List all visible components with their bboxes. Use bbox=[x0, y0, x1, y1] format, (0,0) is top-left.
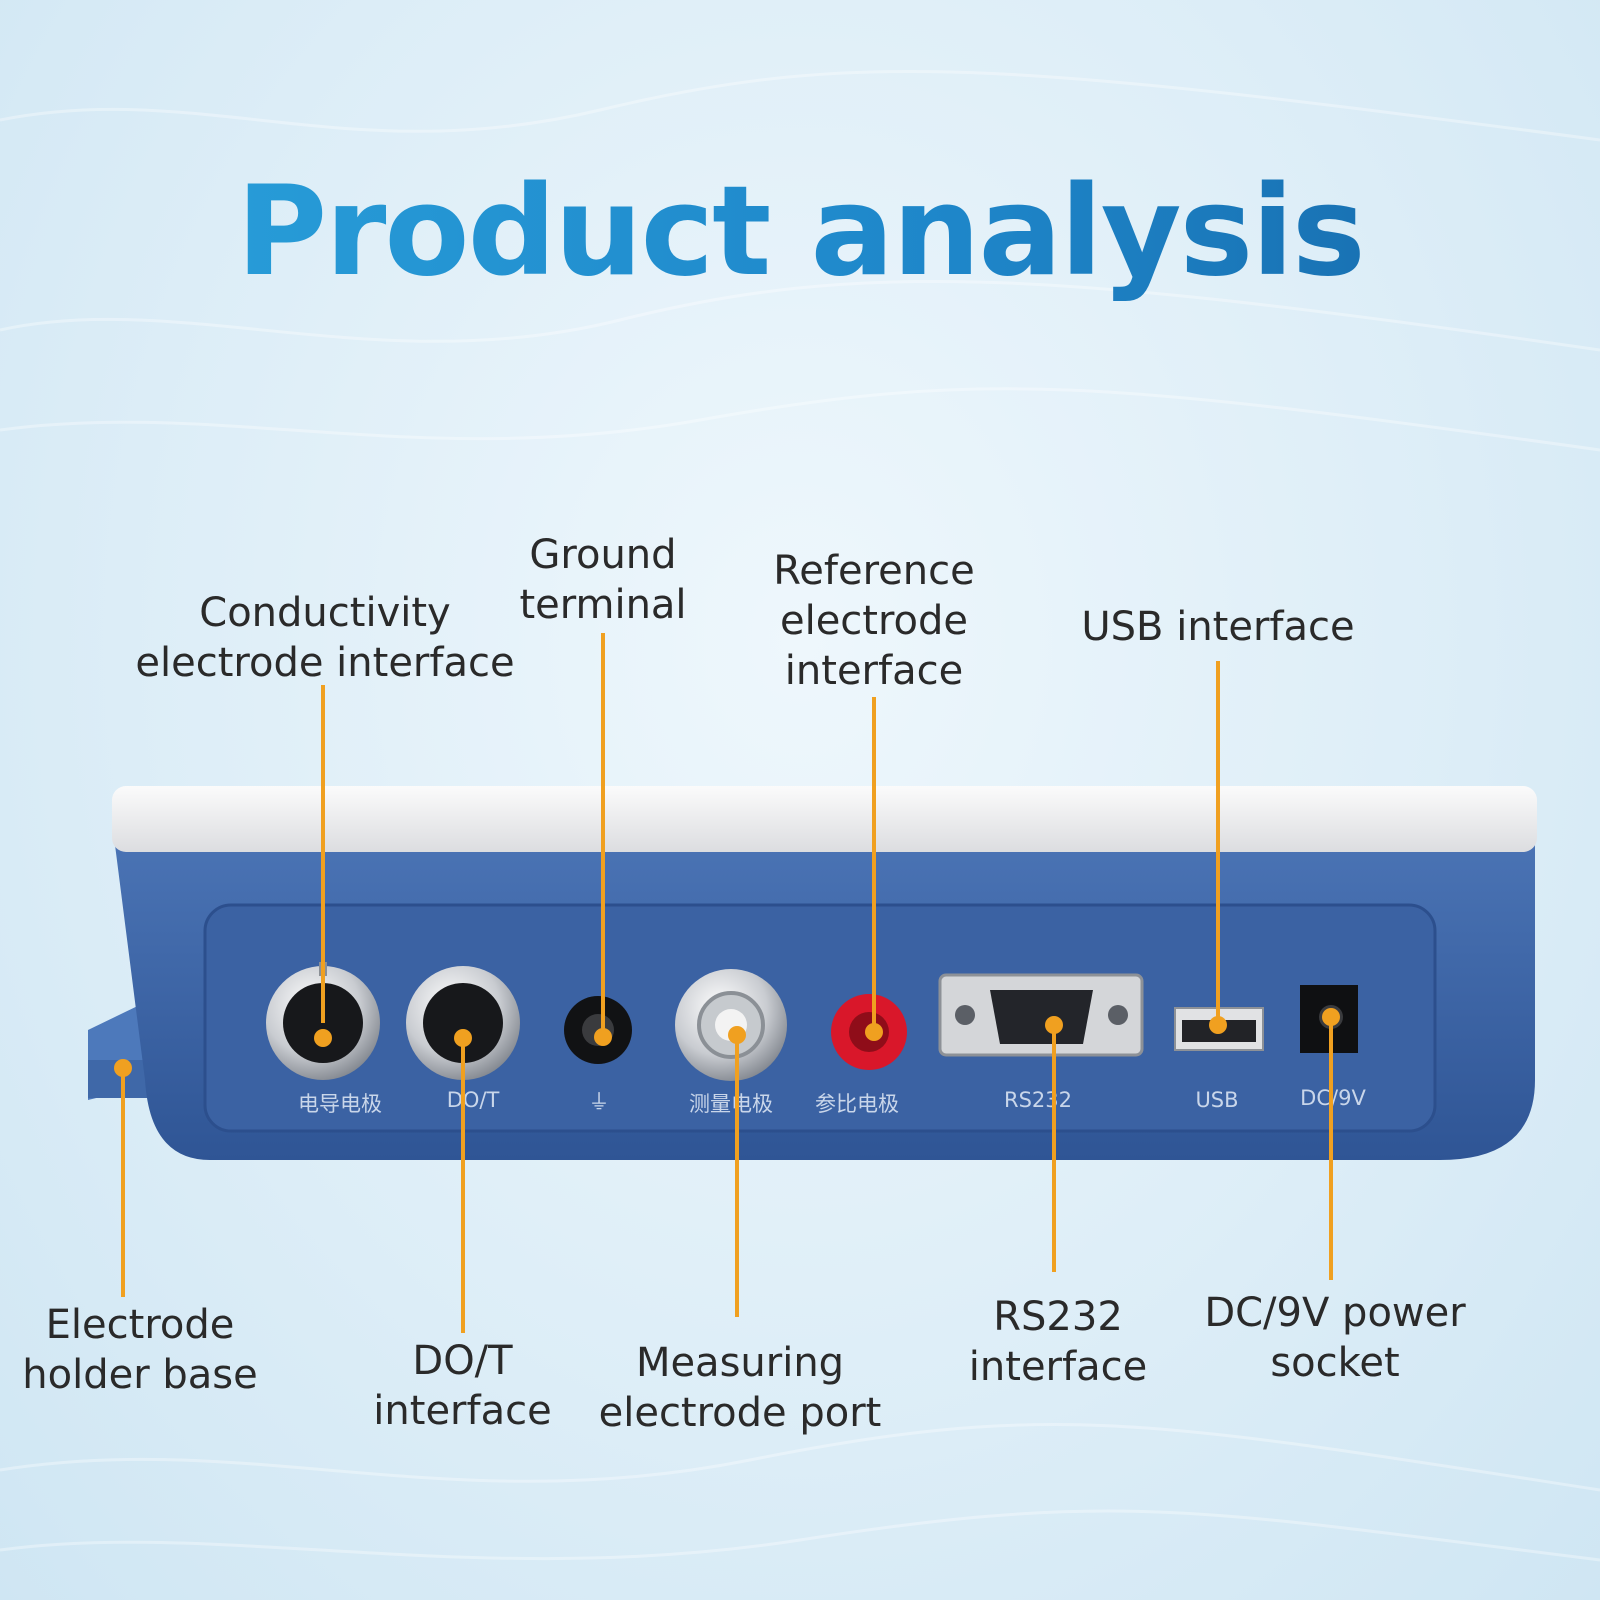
label-holder-line2: holder base bbox=[22, 1352, 258, 1398]
panel-ground-symbol: ⏚ bbox=[588, 1090, 610, 1114]
dot-connector bbox=[406, 966, 520, 1080]
dot-holder bbox=[114, 1059, 132, 1077]
dot-conductivity bbox=[314, 1029, 332, 1047]
label-rs232-line2: interface bbox=[968, 1344, 1148, 1390]
panel-label-conductivity: 电导电极 bbox=[298, 1092, 382, 1116]
label-usb-line1: USB interface bbox=[1081, 604, 1355, 650]
label-holder: Electrode holder base bbox=[10, 1300, 270, 1400]
label-measuring-line2: electrode port bbox=[598, 1390, 882, 1436]
label-usb: USB interface bbox=[1073, 602, 1363, 652]
label-dot-line1: DO/T bbox=[412, 1338, 513, 1384]
electrode-holder-base bbox=[88, 1000, 150, 1100]
label-dc-line2: socket bbox=[1270, 1340, 1400, 1386]
rear-panel bbox=[203, 903, 1437, 1133]
label-dot: DO/T interface bbox=[360, 1336, 565, 1436]
dot-usb bbox=[1209, 1016, 1227, 1034]
label-measuring: Measuring electrode port bbox=[590, 1338, 890, 1438]
label-rs232-line1: RS232 bbox=[993, 1294, 1123, 1340]
label-ground: Ground terminal bbox=[503, 530, 703, 630]
label-conductivity-line1: Conductivity bbox=[199, 590, 451, 636]
label-reference: Reference electrode interface bbox=[764, 546, 984, 696]
dot-rs232 bbox=[1045, 1016, 1063, 1034]
rs232-db9-connector bbox=[938, 973, 1144, 1057]
dot-reference bbox=[865, 1023, 883, 1041]
label-reference-line3: interface bbox=[784, 648, 964, 694]
label-dc-line1: DC/9V power bbox=[1204, 1290, 1466, 1336]
label-rs232: RS232 interface bbox=[958, 1292, 1158, 1392]
label-conductivity: Conductivity electrode interface bbox=[130, 588, 520, 688]
label-reference-line1: Reference bbox=[773, 548, 975, 594]
dot-dot bbox=[454, 1029, 472, 1047]
page-title: Product analysis bbox=[0, 160, 1600, 304]
dot-measuring bbox=[728, 1026, 746, 1044]
panel-label-usb: USB bbox=[1195, 1088, 1239, 1112]
label-reference-line2: electrode bbox=[779, 598, 969, 644]
label-conductivity-line2: electrode interface bbox=[135, 640, 515, 686]
label-dc: DC/9V power socket bbox=[1195, 1288, 1475, 1388]
dot-ground bbox=[594, 1028, 612, 1046]
label-dot-line2: interface bbox=[373, 1388, 552, 1434]
panel-label-dot: DO/T bbox=[446, 1088, 500, 1112]
label-measuring-line1: Measuring bbox=[635, 1340, 845, 1386]
dot-dc bbox=[1322, 1008, 1340, 1026]
label-holder-line1: Electrode bbox=[45, 1302, 235, 1348]
panel-label-measuring: 测量电极 bbox=[689, 1092, 773, 1116]
label-ground-line1: Ground bbox=[529, 532, 677, 578]
label-ground-line2: terminal bbox=[519, 582, 687, 628]
measuring-bnc-connector bbox=[675, 969, 787, 1081]
device-lid bbox=[112, 786, 1537, 852]
panel-label-reference: 参比电极 bbox=[815, 1092, 899, 1116]
panel-label-rs232: RS232 bbox=[1003, 1088, 1072, 1112]
